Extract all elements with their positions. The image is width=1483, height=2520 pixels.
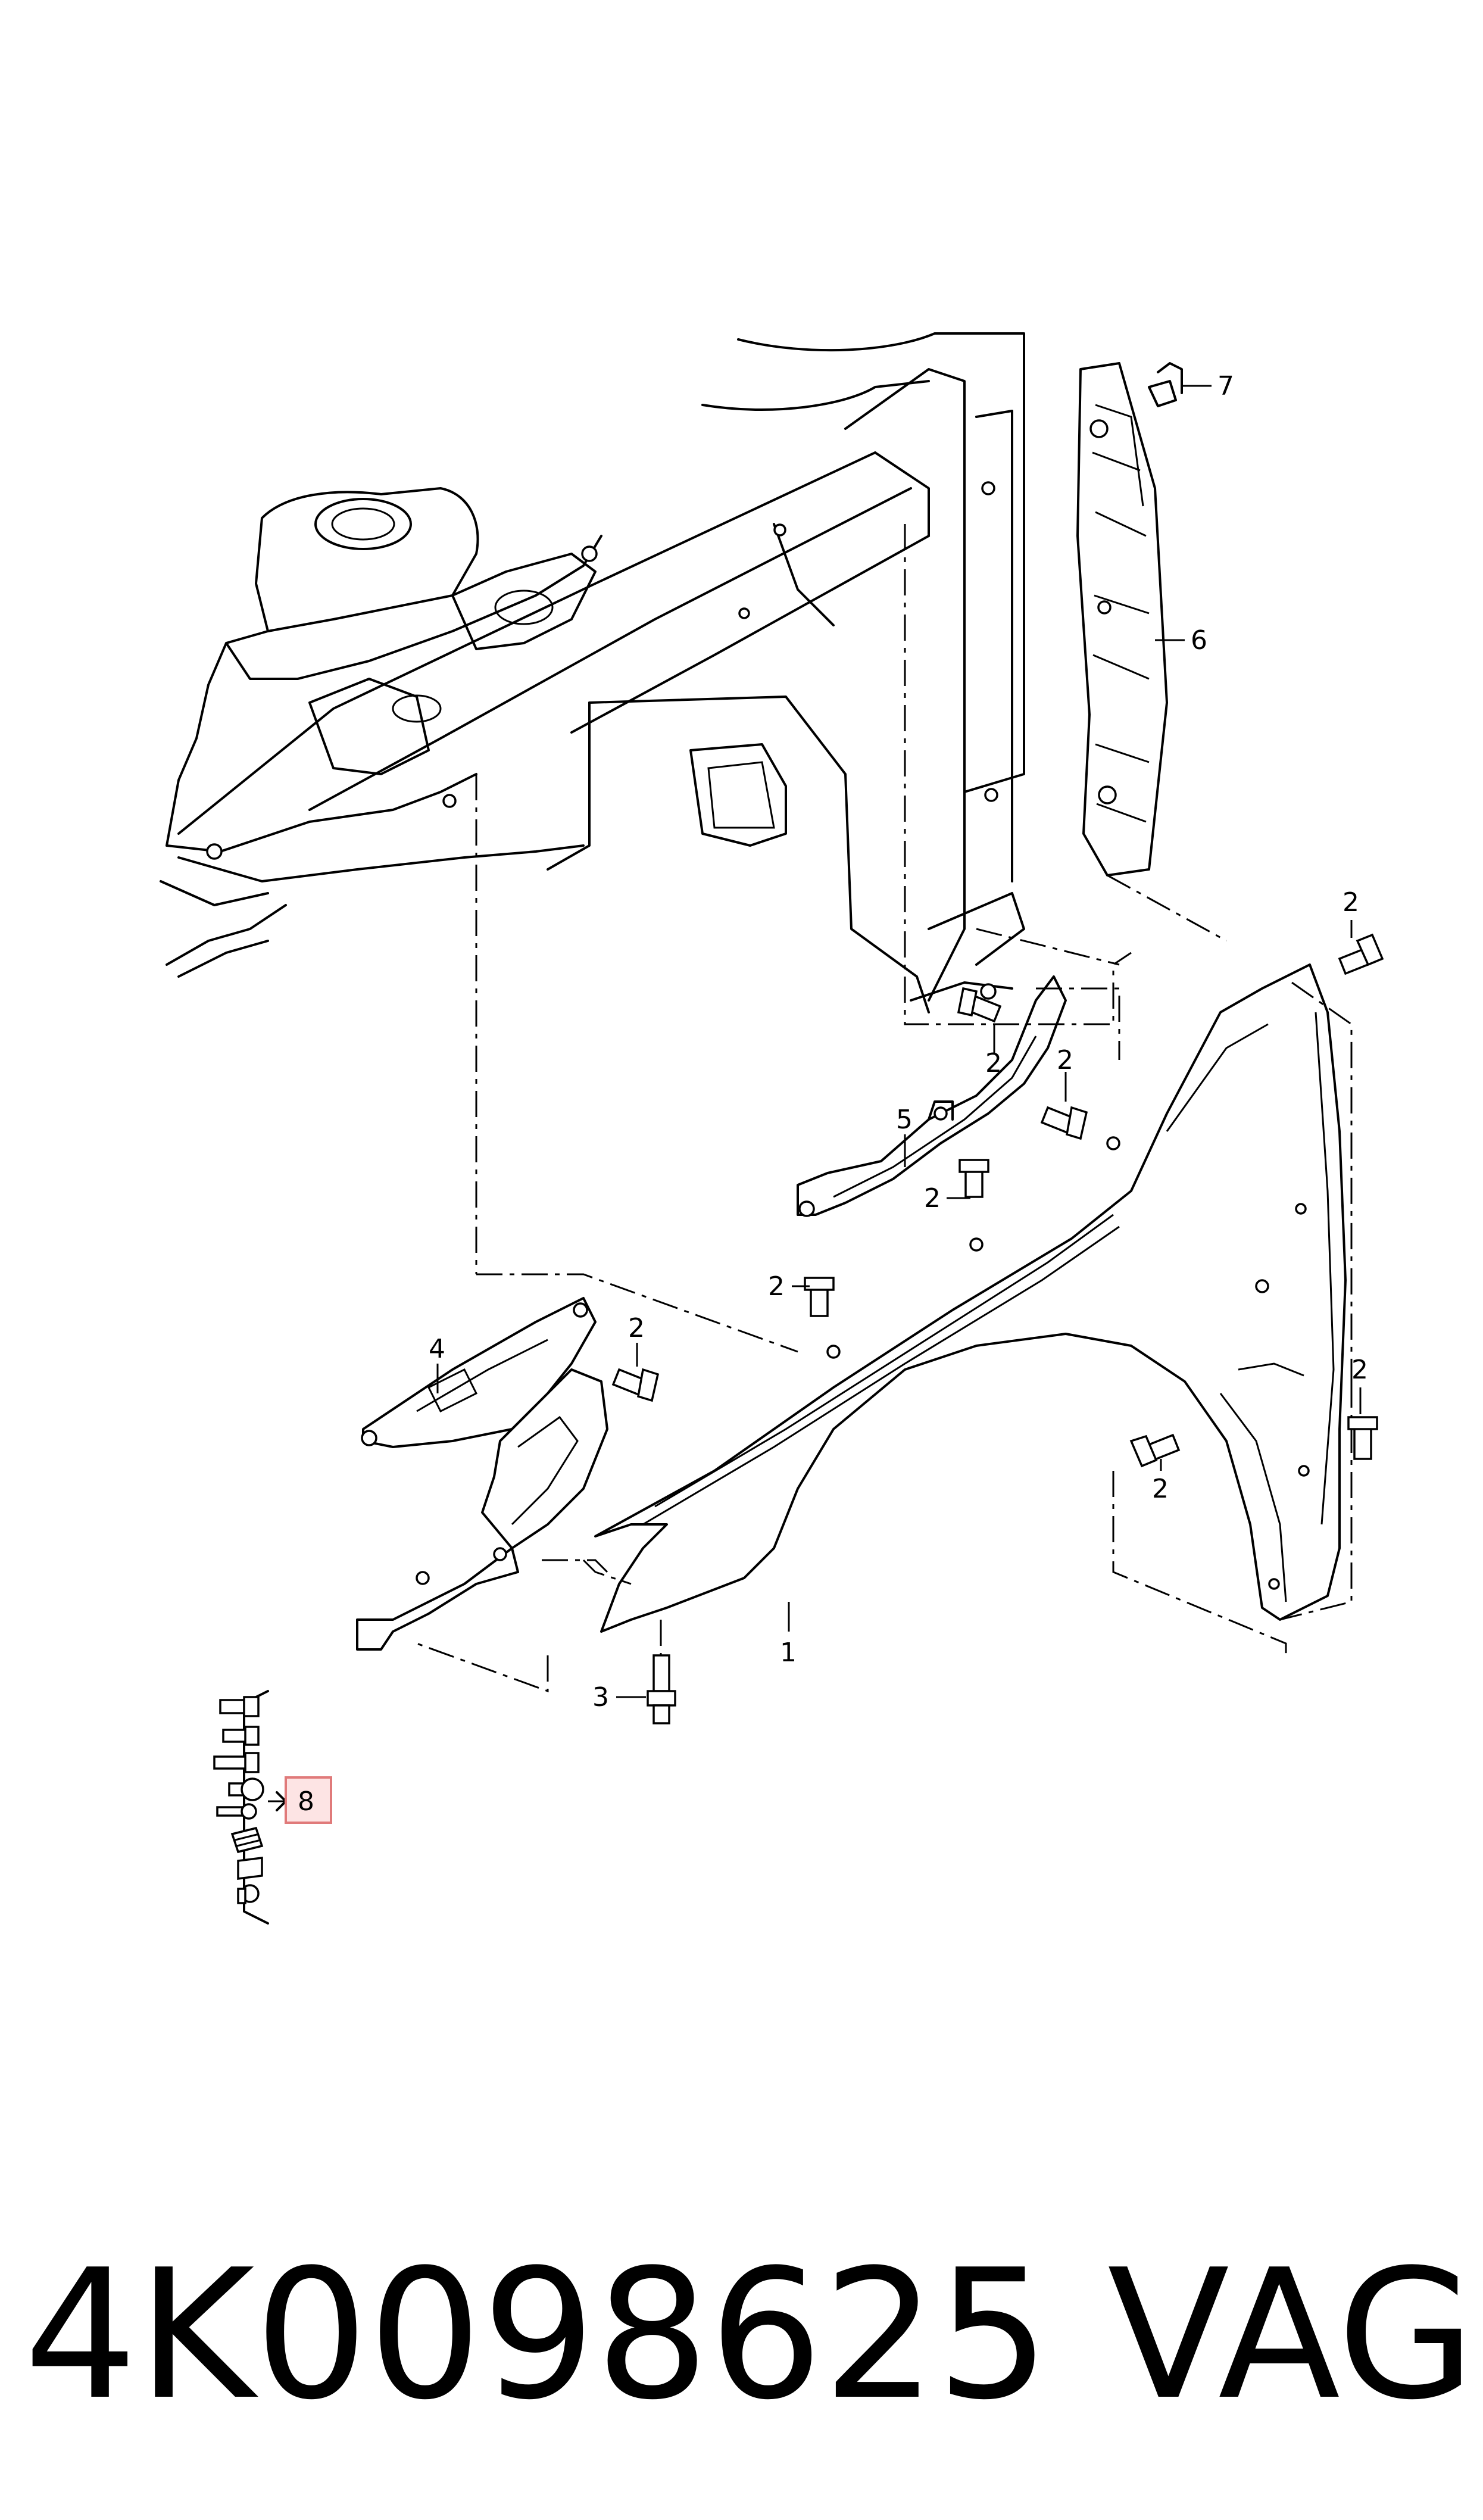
part-8-fastener-set: 8 <box>213 1690 332 1925</box>
callout-7: 7 <box>1217 371 1234 401</box>
part-number: 4K0098625 <box>24 2231 1050 2439</box>
bolt-3-stud <box>647 1654 676 1724</box>
bolt-2c <box>1040 1106 1088 1140</box>
callout-8: 8 <box>298 1786 314 1817</box>
bolt-2d <box>959 1159 989 1198</box>
bolt-2e <box>804 1277 835 1317</box>
fastener-icons <box>213 1696 264 1904</box>
callout-8-box <box>285 1776 332 1824</box>
callout-1: 1 <box>780 1638 797 1668</box>
callout-2g: 2 <box>1152 1474 1169 1504</box>
bolt-2b <box>957 987 1002 1023</box>
callout-2c: 2 <box>1057 1045 1073 1075</box>
part-7-clip <box>1148 362 1212 407</box>
callout-2f: 2 <box>628 1313 645 1343</box>
callout-4: 4 <box>429 1334 445 1364</box>
part-4-front-bracket <box>356 1297 608 1651</box>
callout-5: 5 <box>896 1105 913 1135</box>
callout-2e: 2 <box>768 1271 785 1302</box>
bolt-2a <box>1338 933 1384 975</box>
callout-2d: 2 <box>924 1183 941 1214</box>
leader-lines <box>436 639 1362 1698</box>
bolt-2h <box>1347 1416 1378 1460</box>
bolts <box>611 933 1384 1724</box>
callouts: 7 6 2 2 2 5 2 2 4 2 2 2 1 3 <box>429 371 1368 1713</box>
callout-2h: 2 <box>1351 1355 1368 1385</box>
callout-3: 3 <box>592 1682 609 1713</box>
part-6-pillar-cover <box>1076 362 1168 877</box>
callout-2a: 2 <box>1342 887 1359 918</box>
brand-label: VAG <box>1107 2231 1475 2439</box>
callout-2b: 2 <box>985 1048 1002 1078</box>
body-structure <box>160 332 1025 1013</box>
part-5-bracket <box>797 975 1067 1217</box>
part-1-fender <box>594 963 1347 1633</box>
footer: 4K0098625 VAG <box>24 2231 1475 2439</box>
bolt-2f <box>611 1368 660 1402</box>
bolt-2g <box>1129 1433 1181 1468</box>
callout-6: 6 <box>1191 625 1207 656</box>
